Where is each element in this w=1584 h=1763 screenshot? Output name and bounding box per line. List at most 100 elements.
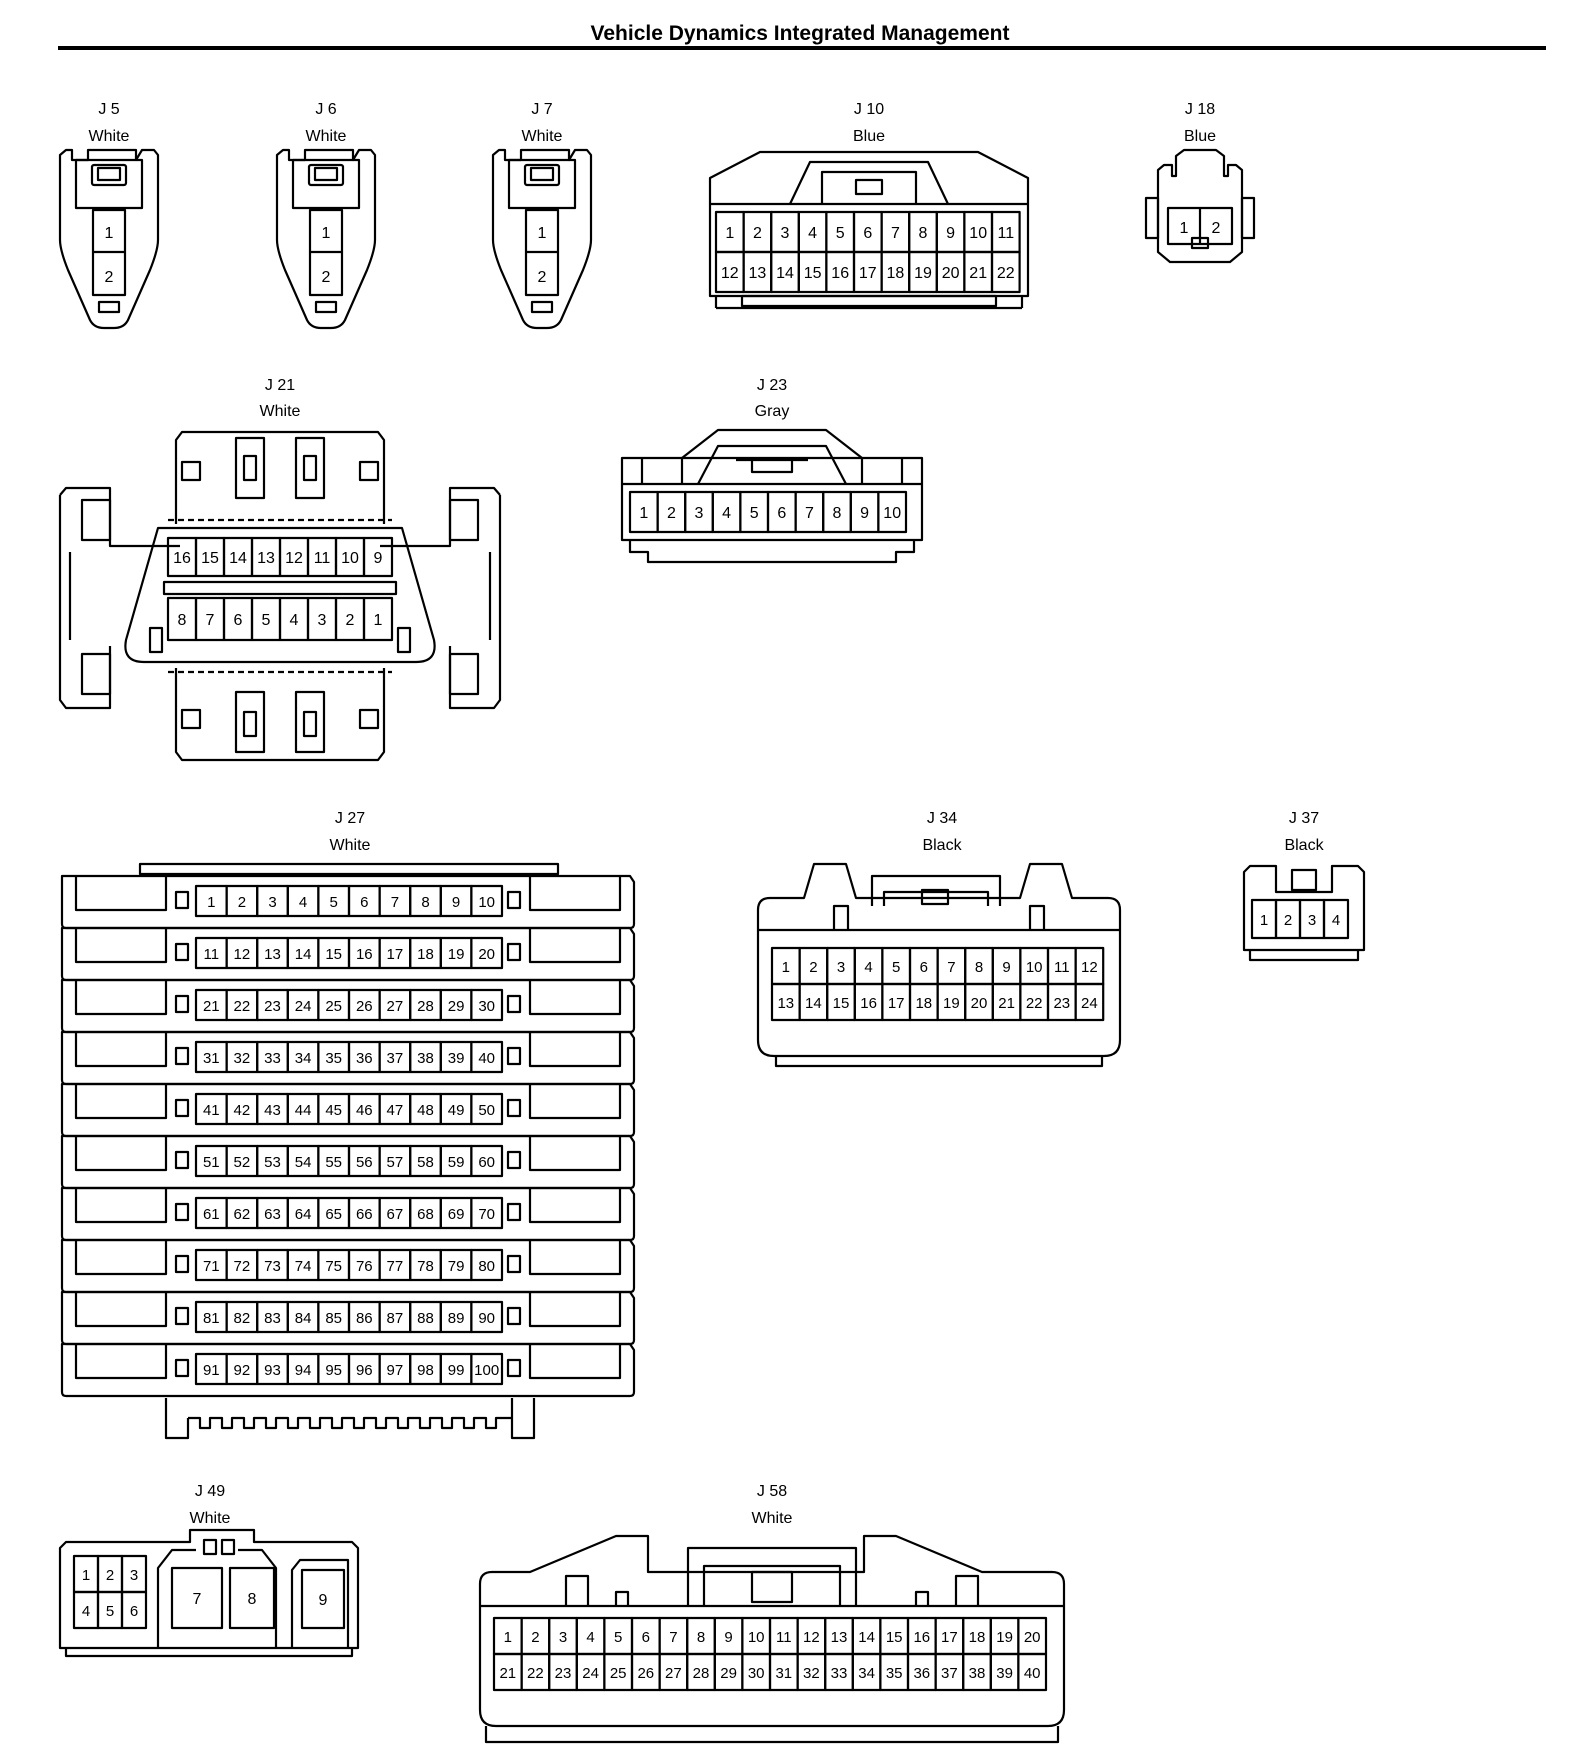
pin-label: 2 bbox=[531, 1629, 539, 1646]
pin-label: 20 bbox=[971, 995, 988, 1012]
connector-color: Gray bbox=[755, 403, 790, 420]
pin-label: 3 bbox=[559, 1629, 567, 1646]
pin-label: 59 bbox=[448, 1154, 465, 1171]
pin-label: 55 bbox=[325, 1154, 342, 1171]
pin-label: 30 bbox=[478, 998, 495, 1015]
pin-label: 5 bbox=[892, 959, 900, 976]
pin-label: 44 bbox=[295, 1102, 312, 1119]
pin-label: 24 bbox=[582, 1665, 599, 1682]
pin-label: 7 bbox=[193, 1591, 202, 1608]
pin-label: 5 bbox=[836, 225, 845, 242]
pin-label: 16 bbox=[860, 995, 877, 1012]
pin-label: 15 bbox=[833, 995, 850, 1012]
pin-label: 93 bbox=[264, 1362, 281, 1379]
pin-cell bbox=[120, 1590, 148, 1630]
pin-label: 8 bbox=[919, 225, 928, 242]
pin-label: 11 bbox=[997, 225, 1014, 242]
pin-label: 6 bbox=[863, 225, 872, 242]
pin-label: 61 bbox=[203, 1206, 220, 1223]
pin-label: 53 bbox=[264, 1154, 281, 1171]
connector-color: White bbox=[522, 128, 563, 145]
pin-label: 23 bbox=[1053, 995, 1070, 1012]
connector-color: White bbox=[190, 1510, 231, 1527]
pin-label: 42 bbox=[234, 1102, 251, 1119]
pin-label: 3 bbox=[130, 1567, 138, 1584]
connector-j18: J 18 Blue 1 2 bbox=[1144, 101, 1256, 264]
pin-label: 33 bbox=[831, 1665, 848, 1682]
pin-label: 11 bbox=[1054, 959, 1070, 976]
pin-label: 45 bbox=[325, 1102, 342, 1119]
pin-label: 39 bbox=[996, 1665, 1013, 1682]
connector-id: J 37 bbox=[1289, 810, 1319, 827]
pin-label: 49 bbox=[448, 1102, 465, 1119]
pin-label: 10 bbox=[748, 1629, 765, 1646]
pin-label: 31 bbox=[203, 1050, 220, 1067]
pin-label: 17 bbox=[941, 1629, 958, 1646]
connector-j6: J 6 White 1 2 bbox=[275, 101, 377, 330]
pin-cell bbox=[470, 936, 504, 970]
pin-label: 98 bbox=[417, 1362, 434, 1379]
pin-label: 20 bbox=[478, 946, 495, 963]
connector-id: J 34 bbox=[927, 810, 957, 827]
pin-label: 64 bbox=[295, 1206, 312, 1223]
pin-label: 96 bbox=[356, 1362, 373, 1379]
pin-label: 15 bbox=[804, 265, 822, 282]
pin-label: 15 bbox=[201, 550, 219, 567]
pin-label: 81 bbox=[203, 1310, 220, 1327]
pin-cell bbox=[470, 1040, 504, 1074]
pin-label: 9 bbox=[724, 1629, 732, 1646]
pin-label: 4 bbox=[586, 1629, 594, 1646]
pin-label: 97 bbox=[387, 1362, 404, 1379]
pin-label: 4 bbox=[290, 612, 299, 629]
pin-label: 6 bbox=[920, 959, 928, 976]
pin-label: 10 bbox=[341, 550, 359, 567]
pin-label: 21 bbox=[969, 265, 987, 282]
pin-label: 70 bbox=[478, 1206, 495, 1223]
pin-label: 5 bbox=[330, 894, 338, 911]
pin-label: 13 bbox=[264, 946, 281, 963]
pin-label: 25 bbox=[610, 1665, 627, 1682]
pin-label: 24 bbox=[295, 998, 312, 1015]
pin-label: 5 bbox=[750, 505, 759, 522]
pin-label: 2 bbox=[346, 612, 355, 629]
pin-label: 19 bbox=[448, 946, 465, 963]
pin-label: 26 bbox=[356, 998, 373, 1015]
pin-label: 6 bbox=[777, 505, 786, 522]
pin-label: 12 bbox=[803, 1629, 820, 1646]
pin-label: 8 bbox=[975, 959, 983, 976]
pin-label: 38 bbox=[417, 1050, 434, 1067]
pin-label: 2 bbox=[753, 225, 762, 242]
pin-label: 67 bbox=[387, 1206, 404, 1223]
pin-label: 71 bbox=[203, 1258, 220, 1275]
pin-label: 7 bbox=[391, 894, 399, 911]
pin-label: 7 bbox=[891, 225, 900, 242]
pin-label: 16 bbox=[913, 1629, 930, 1646]
pin-label: 3 bbox=[781, 225, 790, 242]
pin-label: 12 bbox=[234, 946, 251, 963]
connector-id: J 49 bbox=[195, 1483, 225, 1500]
pin-label: 10 bbox=[883, 505, 901, 522]
pin-label: 39 bbox=[448, 1050, 465, 1067]
pin-label: 37 bbox=[941, 1665, 958, 1682]
pin-label: 41 bbox=[203, 1102, 220, 1119]
pin-label: 31 bbox=[775, 1665, 792, 1682]
pin-label: 6 bbox=[642, 1629, 650, 1646]
pin-label: 22 bbox=[1026, 995, 1043, 1012]
pin-label: 12 bbox=[285, 550, 303, 567]
connector-id: J 7 bbox=[531, 101, 552, 118]
pin-label: 30 bbox=[748, 1665, 765, 1682]
pin-label: 27 bbox=[665, 1665, 682, 1682]
pin-label: 2 bbox=[667, 505, 676, 522]
pin-cell bbox=[1322, 898, 1350, 940]
connector-color: Blue bbox=[1184, 128, 1216, 145]
connector-id: J 21 bbox=[265, 377, 295, 394]
pin-label: 1 bbox=[504, 1629, 512, 1646]
pin-label: 17 bbox=[888, 995, 905, 1012]
